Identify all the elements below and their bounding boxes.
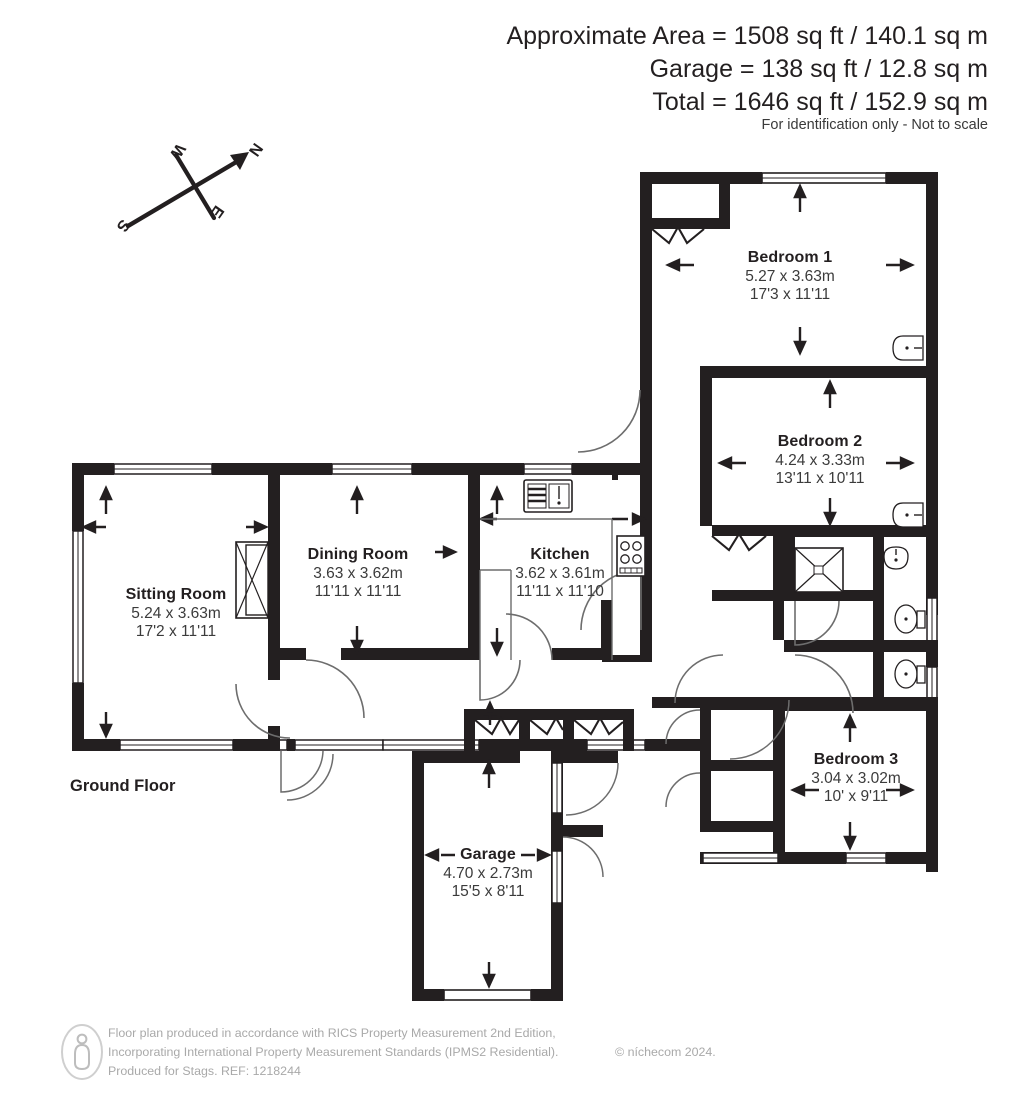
garage-area-text: Garage = 138 sq ft / 12.8 sq m: [649, 55, 988, 83]
accessibility-person-icon: [61, 1024, 103, 1080]
room-name: Bedroom 1: [747, 249, 833, 266]
toilet-icon-2: [894, 659, 926, 689]
room-label-kitchen: Kitchen 3.62 x 3.61m 11'11 x 11'10: [450, 545, 670, 602]
room-metric: 3.04 x 3.02m: [811, 769, 901, 787]
shower-tray-icon: [794, 547, 844, 593]
room-imperial: 17'3 x 11'11: [749, 286, 831, 304]
room-imperial: 11'11 x 11'11: [314, 583, 402, 601]
room-name: Bedroom 3: [813, 751, 899, 768]
room-label-dining-room: Dining Room 3.63 x 3.62m 11'11 x 11'11: [248, 545, 468, 602]
room-imperial: 15'5 x 8'11: [451, 883, 525, 901]
room-label-bedroom-2: Bedroom 2 4.24 x 3.33m 13'11 x 10'11: [710, 432, 930, 489]
room-metric: 4.70 x 2.73m: [443, 864, 533, 882]
footer-line-2: Incorporating International Property Mea…: [108, 1045, 559, 1059]
disclaimer-text: For identification only - Not to scale: [761, 117, 988, 133]
dimension-arrows: [81, 183, 915, 989]
approximate-area-text: Approximate Area = 1508 sq ft / 140.1 sq…: [506, 22, 988, 50]
kitchen-sink-icon: [523, 479, 573, 513]
footer-line-1: Floor plan produced in accordance with R…: [108, 1026, 556, 1040]
room-metric: 3.63 x 3.62m: [313, 564, 403, 582]
room-imperial: 17'2 x 11'11: [135, 623, 217, 641]
kitchen-hob-icon: [616, 535, 646, 577]
floor-level-label: Ground Floor: [70, 777, 176, 795]
room-metric: 5.24 x 3.63m: [131, 604, 221, 622]
room-name: Dining Room: [307, 546, 409, 563]
basin-icon-2: [892, 502, 924, 528]
room-name: Bedroom 2: [777, 433, 863, 450]
footer-copyright: © níchecom 2024.: [615, 1045, 716, 1059]
fixtures: [479, 335, 926, 689]
wall-structure: [72, 172, 938, 1001]
room-label-garage: Garage 4.70 x 2.73m 15'5 x 8'11: [378, 845, 598, 902]
total-area-text: Total = 1646 sq ft / 152.9 sq m: [652, 88, 988, 116]
room-metric: 4.24 x 3.33m: [775, 451, 865, 469]
basin-icon-1: [892, 335, 924, 361]
room-imperial: 10' x 9'11: [823, 788, 889, 806]
toilet-icon-1: [894, 604, 926, 634]
room-label-bedroom-3: Bedroom 3 3.04 x 3.02m 10' x 9'11: [746, 750, 966, 807]
room-label-bedroom-1: Bedroom 1 5.27 x 3.63m 17'3 x 11'11: [680, 248, 900, 305]
compass-rose: [125, 152, 249, 229]
room-metric: 3.62 x 3.61m: [515, 564, 605, 582]
room-name: Sitting Room: [125, 586, 227, 603]
door-swings: [235, 389, 854, 878]
room-name: Kitchen: [530, 546, 590, 563]
basin-icon-3: [883, 546, 909, 570]
room-imperial: 11'11 x 11'10: [516, 583, 604, 601]
room-imperial: 13'11 x 10'11: [775, 470, 865, 488]
footer: Floor plan produced in accordance with R…: [32, 1021, 792, 1091]
room-name: Garage: [460, 846, 516, 863]
room-metric: 5.27 x 3.63m: [745, 267, 835, 285]
room-label-sitting-room: Sitting Room 5.24 x 3.63m 17'2 x 11'11: [56, 585, 296, 642]
footer-line-3: Produced for Stags. REF: 1218244: [108, 1064, 301, 1078]
